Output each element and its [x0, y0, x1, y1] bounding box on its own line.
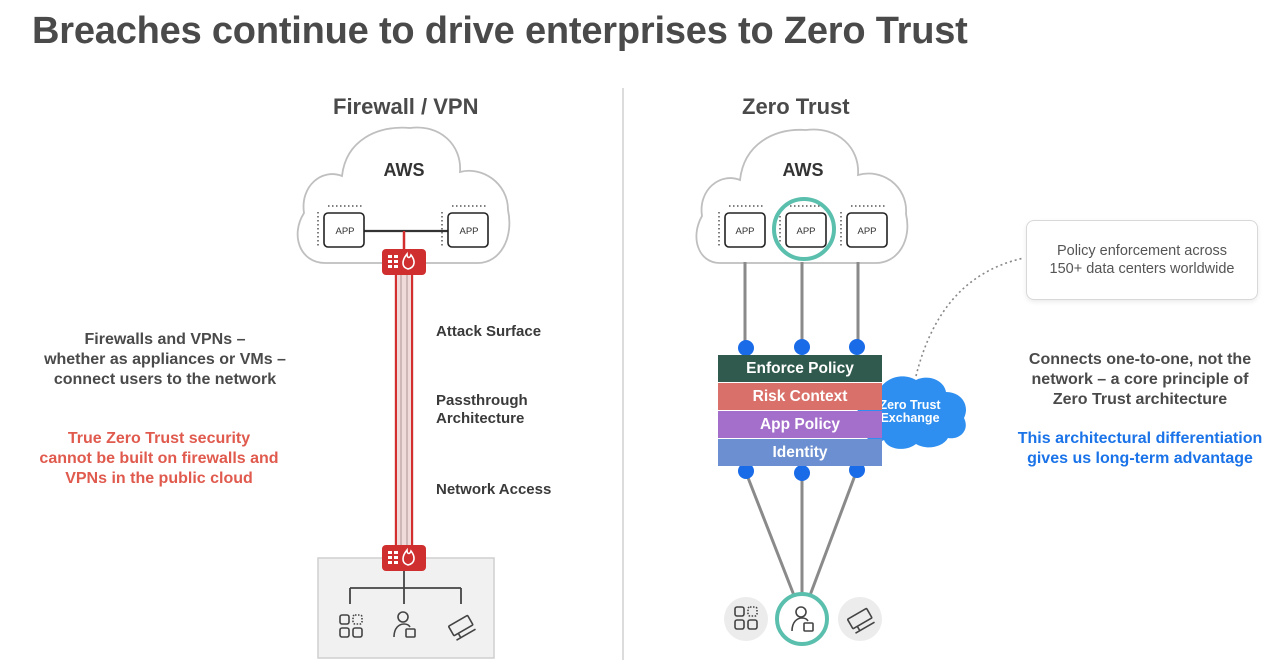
app-label-left-2: APP	[459, 226, 478, 237]
firewall-icon-top	[381, 248, 427, 276]
firewall-vpn-heading: Firewall / VPN	[333, 94, 479, 119]
firewall-warning: True Zero Trust security cannot be built…	[39, 430, 279, 487]
apps-grid-icon-left	[339, 614, 363, 638]
app-label-right-1: APP	[735, 226, 754, 237]
app-policy-layer: App Policy	[718, 411, 882, 438]
page-title: Breaches continue to drive enterprises t…	[32, 10, 968, 52]
aws-label-right: AWS	[782, 160, 823, 180]
enforce-policy-layer: Enforce Policy	[718, 355, 882, 382]
aws-label-left: AWS	[383, 160, 424, 180]
user-icon-right	[791, 606, 814, 632]
device-icon-right	[847, 607, 875, 634]
app-label-right-3: APP	[857, 226, 876, 237]
advantage-statement: This architectural differentiation gives…	[1017, 430, 1263, 467]
section-divider	[622, 88, 624, 660]
firewall-description: Firewalls and VPNs – whether as applianc…	[44, 331, 286, 388]
user-icon-left	[393, 611, 416, 638]
policy-enforcement-note: Policy enforcement across 150+ data cent…	[1026, 220, 1258, 300]
zero-trust-heading: Zero Trust	[742, 94, 850, 119]
teal-ring-app	[772, 197, 836, 261]
network-access-label: Network Access	[436, 481, 552, 498]
attack-surface-label: Attack Surface	[436, 323, 542, 340]
apps-grid-icon-right	[734, 606, 758, 630]
exchange-label-line-2: Exchange	[880, 411, 939, 425]
device-icon-left	[448, 614, 476, 641]
zero-trust-description: Connects one-to-one, not the network – a…	[1028, 351, 1252, 408]
passthrough-label: Passthrough Architecture	[436, 392, 528, 427]
firewall-icon-bottom	[381, 544, 427, 572]
exchange-label-line-1: Zero Trust	[879, 398, 941, 412]
risk-context-layer: Risk Context	[718, 383, 882, 410]
app-label-right-2: APP	[796, 226, 815, 237]
identity-layer: Identity	[718, 439, 882, 466]
app-label-left-1: APP	[335, 226, 354, 237]
